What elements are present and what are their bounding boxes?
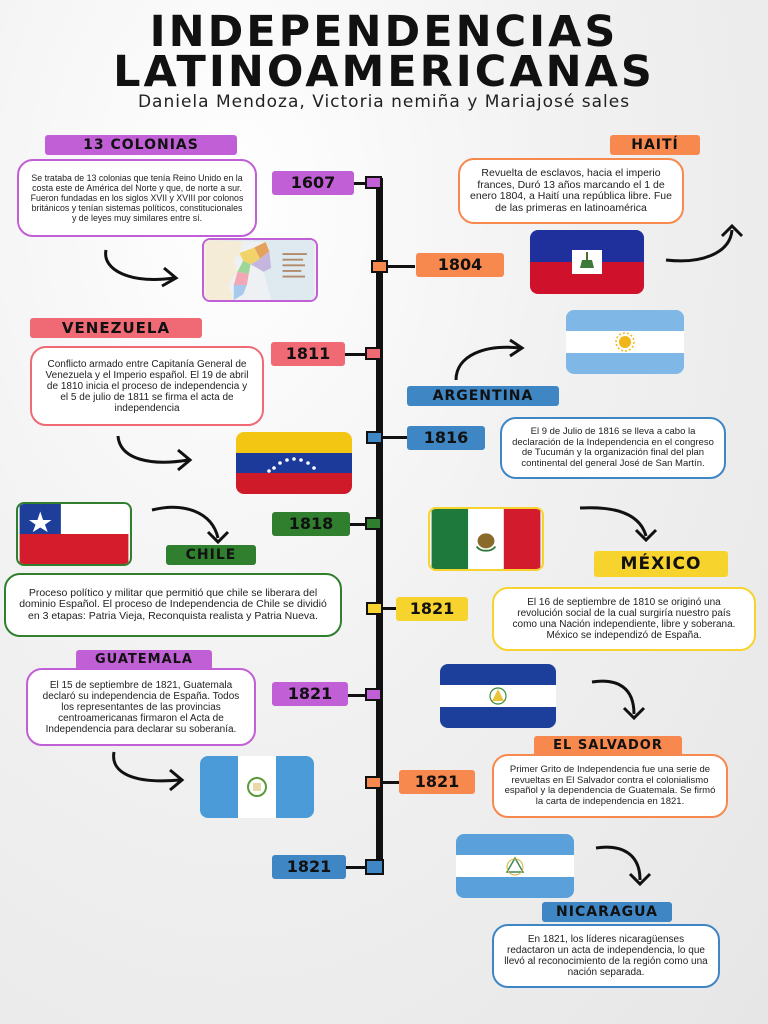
curved-arrow-icon xyxy=(660,220,750,270)
timeline-connector xyxy=(348,694,366,697)
year-badge-1821-guatemala: 1821 xyxy=(272,682,348,706)
timeline-connector xyxy=(354,182,368,185)
venezuela-flag-icon xyxy=(236,432,352,494)
subtitle: Daniela Mendoza, Victoria nemiña y Maria… xyxy=(137,92,631,112)
year-badge-1811: 1811 xyxy=(271,342,345,366)
event-text-haiti: Revuelta de esclavos, hacia el imperio f… xyxy=(458,158,684,224)
country-label-13-colonias: 13 COLONIAS xyxy=(45,135,237,155)
timeline-connector xyxy=(350,523,366,526)
year-badge-1607: 1607 xyxy=(272,171,354,195)
event-text-chile: Proceso político y militar que permitió … xyxy=(4,573,342,637)
year-badge-1821-nicaragua: 1821 xyxy=(272,855,346,879)
curved-arrow-icon xyxy=(576,500,666,550)
event-text-nicaragua: En 1821, los líderes nicaragüenses redac… xyxy=(492,924,720,988)
argentina-flag-icon xyxy=(566,310,684,374)
timeline-marker-1821-mexico xyxy=(366,602,383,615)
country-label-haiti: HAITÍ xyxy=(610,135,700,155)
timeline-connector xyxy=(383,436,407,439)
timeline-marker-1811 xyxy=(365,347,382,360)
timeline-connector xyxy=(382,781,400,784)
event-text-guatemala: El 15 de septiembre de 1821, Guatemala d… xyxy=(26,668,256,746)
timeline-connector xyxy=(383,607,397,610)
year-badge-1821-mexico: 1821 xyxy=(396,597,468,621)
country-label-nicaragua: NICARAGUA xyxy=(542,902,672,922)
curved-arrow-icon xyxy=(148,500,238,550)
timeline-marker-1816 xyxy=(366,431,383,444)
mexico-flag-icon xyxy=(428,507,544,571)
event-text-13-colonias: Se trataba de 13 colonias que tenía Rein… xyxy=(17,159,257,237)
country-label-venezuela: VENEZUELA xyxy=(30,318,202,338)
timeline-marker-1607 xyxy=(365,176,382,189)
guatemala-flag-icon xyxy=(200,756,314,818)
colonial-map-icon xyxy=(202,238,318,302)
timeline-marker-1818 xyxy=(365,517,382,530)
country-label-el-salvador: EL SALVADOR xyxy=(534,736,682,756)
timeline-marker-1821-guatemala xyxy=(365,688,382,701)
event-text-venezuela: Conflicto armado entre Capitanía General… xyxy=(30,346,264,426)
curved-arrow-icon xyxy=(100,240,190,290)
country-label-chile: CHILE xyxy=(166,545,256,565)
timeline-connector xyxy=(388,265,415,268)
el-salvador-flag-icon xyxy=(440,664,556,728)
year-badge-1816: 1816 xyxy=(407,426,485,450)
timeline-connector xyxy=(346,866,366,869)
event-text-mexico: El 16 de septiembre de 1810 se originó u… xyxy=(492,587,756,651)
title-line-1: INDEPENDENCIAS xyxy=(149,7,619,57)
timeline-marker-1821-el-salvador xyxy=(365,776,382,789)
timeline-marker-1804 xyxy=(371,260,388,273)
year-badge-1818: 1818 xyxy=(272,512,350,536)
curved-arrow-icon xyxy=(592,842,662,892)
country-label-argentina: ARGENTINA xyxy=(407,386,559,406)
curved-arrow-icon xyxy=(448,336,538,384)
year-badge-1804: 1804 xyxy=(416,253,504,277)
country-label-guatemala: GUATEMALA xyxy=(76,650,212,670)
chile-flag-icon xyxy=(16,502,132,566)
timeline-marker-1821-nicaragua xyxy=(365,859,384,875)
country-label-mexico: MÉXICO xyxy=(594,551,728,577)
curved-arrow-icon xyxy=(588,676,658,726)
nicaragua-flag-icon xyxy=(456,834,574,898)
event-text-argentina: El 9 de Julio de 1816 se lleva a cabo la… xyxy=(500,417,726,479)
curved-arrow-icon xyxy=(112,430,202,474)
event-text-el-salvador: Primer Grito de Independencia fue una se… xyxy=(492,754,728,818)
haiti-flag-icon xyxy=(530,230,644,294)
year-badge-1821-el-salvador: 1821 xyxy=(399,770,475,794)
timeline-connector xyxy=(345,353,367,356)
curved-arrow-icon xyxy=(106,746,196,792)
title-line-2: LATINOAMERICANAS xyxy=(113,47,655,97)
